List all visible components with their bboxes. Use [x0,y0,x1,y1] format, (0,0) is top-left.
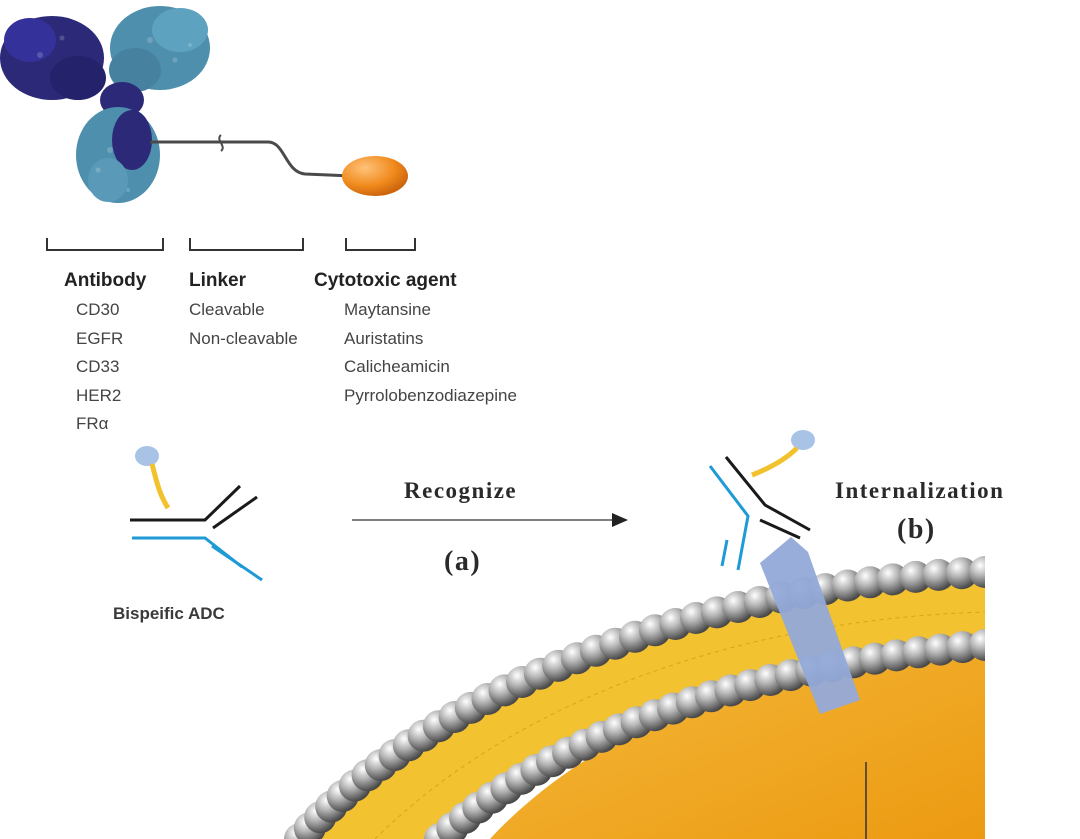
antibody-item: CD33 [76,357,120,376]
bound-adc-icon [708,430,815,571]
antibody-item: HER2 [76,385,122,405]
component-brackets [46,238,416,251]
bispecific-adc-label: Bispeific ADC [113,604,225,623]
membrane-bead [945,557,978,590]
cytotoxic-payload-icon [342,156,408,196]
cytotoxic-heading: Cytotoxic agent [314,270,457,291]
antibody-heading: Antibody [64,270,147,291]
antibody-structure-icon [0,6,210,203]
cytotoxic-item: Maytansine [344,300,431,319]
antibody-item: FRα [76,414,109,433]
internalization-label: Internalization [835,478,1005,503]
membrane-bead [969,556,985,588]
step-b-label: (b) [897,514,936,545]
membrane-bead [969,629,985,661]
linker-list: Cleavable Non-cleavable [189,296,298,353]
recognize-label: Recognize [404,478,518,503]
receptor-icon [760,537,860,714]
cytotoxic-item: Calicheamicin [344,357,450,376]
linker-item: Non-cleavable [189,328,298,348]
antibody-item: CD30 [76,300,120,319]
linker-heading: Linker [189,270,247,291]
membrane-bead [899,560,932,593]
membrane-bead [922,558,955,591]
bispecific-adc-icon [130,446,263,582]
cytotoxic-item: Auristatins [344,328,424,348]
antibody-list: CD30 EGFR CD33 HER2 FRα [76,296,123,439]
antibody-item: EGFR [76,328,124,348]
recognize-arrow [352,513,628,527]
linker-item: Cleavable [189,300,265,319]
cytotoxic-list: Maytansine Auristatins Calicheamicin Pyr… [344,296,517,410]
linker-chain-icon [150,140,353,178]
step-a-label: (a) [444,546,482,577]
cytotoxic-item: Pyrrolobenzodiazepine [344,385,517,405]
cell-membrane [284,556,985,839]
